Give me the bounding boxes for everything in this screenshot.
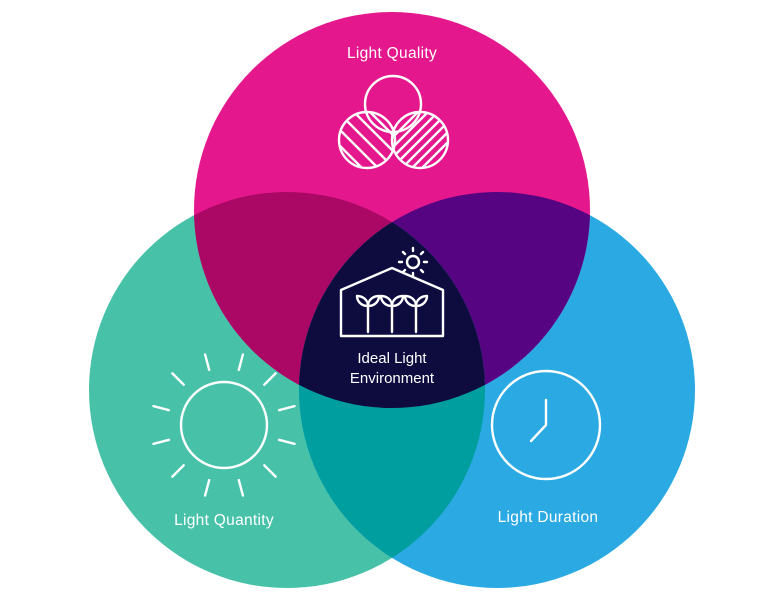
sun-ray [171,372,185,386]
label-light-quality: Light Quality [347,45,437,62]
sun-ray [152,438,171,446]
label-light-quantity: Light Quantity [174,512,274,529]
sun-ray [277,438,296,446]
sun-ray [171,464,185,478]
overlap-center [299,192,485,408]
sun-ray [237,353,245,372]
sun-ray [237,478,245,497]
sun-ray [277,404,296,412]
sun-ray [263,464,277,478]
label-light-duration: Light Duration [498,509,599,526]
overlapping-circles-icon [337,74,450,170]
sun-ray [203,478,211,497]
sun-ray [263,372,277,386]
greenhouse-icon [339,246,445,338]
center-label-line2: Environment [350,370,435,387]
sun-ray [203,353,211,372]
center-label-line1: Ideal Light [357,350,427,367]
sun-ray [152,404,171,412]
sun-icon [152,353,296,497]
clock-icon [490,369,602,481]
